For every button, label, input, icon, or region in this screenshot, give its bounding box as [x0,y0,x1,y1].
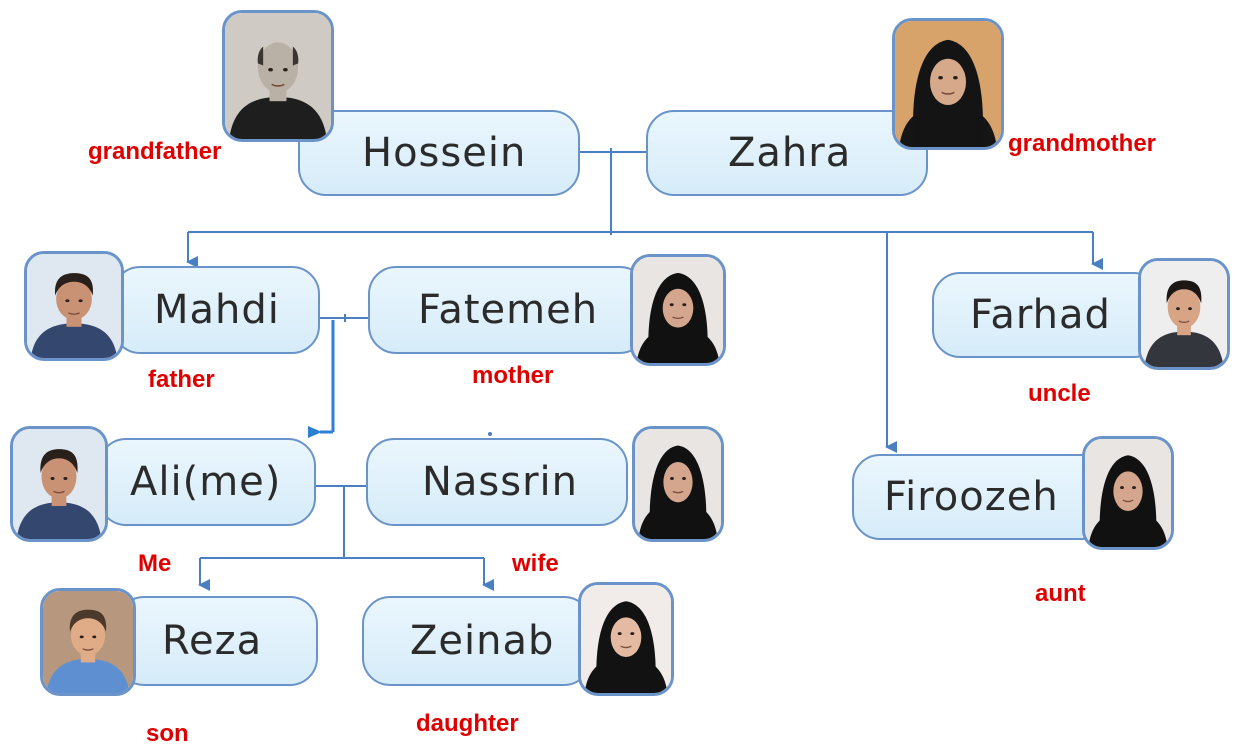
dot-marker [488,432,492,436]
person-box-farhad: Farhad [932,272,1162,358]
person-name: Reza [162,618,263,664]
elderly-man-portrait-icon [222,10,334,142]
person-name: Zahra [728,130,852,176]
role-label-zeinab: daughter [416,710,519,737]
man-portrait-icon [24,251,124,361]
person-name: Hossein [362,130,527,176]
person-name: Fatemeh [418,287,599,333]
person-name: Zeinab [410,618,555,664]
person-name: Ali(me) [130,459,282,505]
person-box-mahdi: Mahdi [112,266,320,354]
woman-hijab-portrait-icon [630,254,726,366]
woman-hijab-portrait-icon [632,426,724,542]
person-box-nassrin: Nassrin [366,438,628,526]
role-label-mahdi: father [148,366,215,393]
young-man-portrait-icon [1138,258,1230,370]
elderly-woman-portrait-icon [892,18,1004,150]
person-box-hossein: Hossein [298,110,580,196]
person-box-zeinab: Zeinab [362,596,592,686]
person-box-firoozeh: Firoozeh [852,454,1124,540]
boy-portrait-icon [40,588,136,696]
woman-hijab-portrait-icon [1082,436,1174,550]
person-box-reza: Reza [116,596,318,686]
role-label-nassrin: wife [512,550,559,577]
role-label-firoozeh: aunt [1035,580,1086,607]
role-label-zahra: grandmother [1008,130,1157,157]
person-box-fatemeh: Fatemeh [368,266,648,354]
role-label-ali: Me [138,550,172,577]
girl-hijab-portrait-icon [578,582,674,696]
person-name: Farhad [970,292,1111,338]
role-label-fatemeh: mother [472,362,554,389]
role-label-farhad: uncle [1028,380,1091,407]
role-label-reza: son [146,720,189,747]
person-box-zahra: Zahra [646,110,928,196]
person-box-ali: Ali(me) [98,438,316,526]
role-label-hossein: grandfather [88,138,222,165]
person-name: Nassrin [422,459,579,505]
person-name: Mahdi [154,287,280,333]
person-name: Firoozeh [884,474,1059,520]
man-portrait-icon [10,426,108,542]
